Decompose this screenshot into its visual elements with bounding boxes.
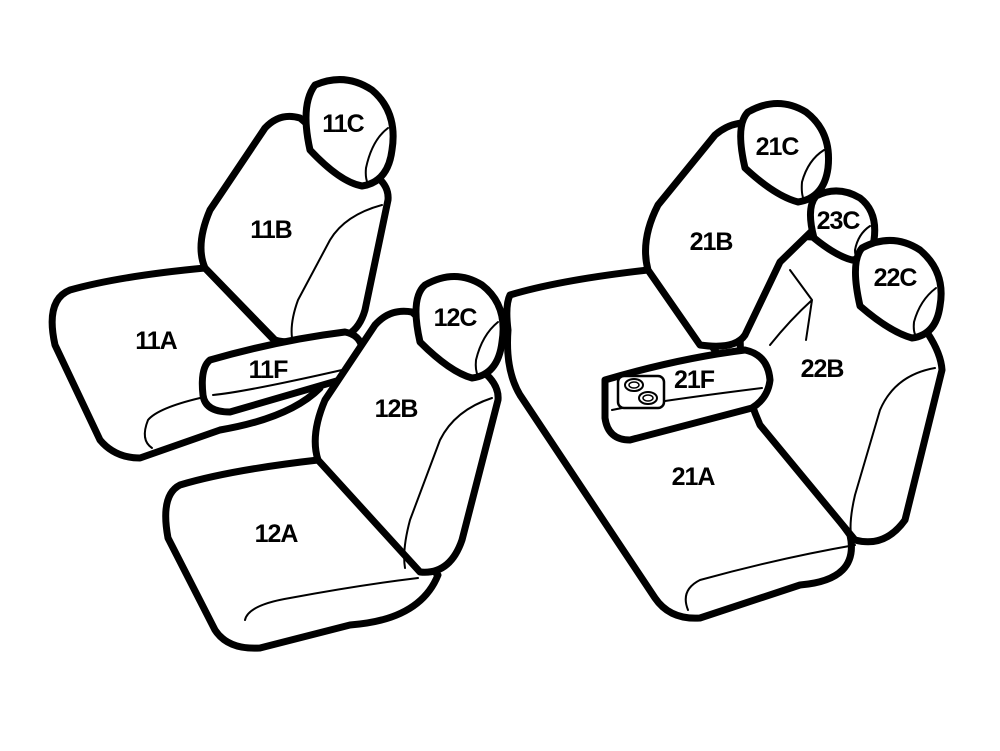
- label-23C: 23C: [817, 207, 861, 235]
- backrest-seam-12B: [403, 397, 493, 569]
- label-12A: 12A: [255, 520, 299, 548]
- label-11F: 11F: [249, 356, 288, 384]
- label-22B: 22B: [801, 355, 844, 383]
- seat-cushion-11A: [48, 264, 324, 462]
- headrest-seam-21C: [800, 149, 825, 201]
- label-11B: 11B: [250, 216, 291, 244]
- cushion-seam-11A: [143, 392, 233, 449]
- rear-bench-seat: 21C 23C 21B 22C 22B 21F 21A: [503, 100, 946, 622]
- headrest-seam-11C: [364, 127, 389, 185]
- headrest-22C: [852, 236, 945, 342]
- label-12B: 12B: [375, 395, 418, 423]
- label-21A: 21A: [672, 463, 716, 491]
- cushion-seam-21A: [684, 544, 856, 611]
- cushion-seam-12A: [244, 577, 419, 621]
- headrest-11C: [302, 76, 397, 190]
- cup-holder-icon: [616, 374, 666, 410]
- headrest-seam-22C: [912, 287, 937, 337]
- backrest-seam-11B: [290, 204, 383, 339]
- front-right-seat: 12C 12B 12A: [162, 273, 507, 652]
- label-21F: 21F: [674, 366, 715, 394]
- headrest-21C: [737, 100, 833, 206]
- seat-cushion-12A: [162, 456, 442, 652]
- backrest-divider-22B: [769, 269, 813, 346]
- label-21B: 21B: [690, 228, 733, 256]
- label-11A: 11A: [135, 327, 177, 355]
- headrest-seam-12C: [474, 321, 499, 377]
- armrest-seam-11F: [212, 369, 343, 396]
- label-12C: 12C: [434, 304, 478, 332]
- front-left-seat: 11C 11B 11A 11F: [48, 76, 397, 462]
- label-22C: 22C: [874, 264, 918, 292]
- backrest-seam-22B: [849, 367, 936, 541]
- armrest-21F: [601, 346, 774, 444]
- seat-cushion-21A: [503, 266, 855, 622]
- label-11C: 11C: [322, 110, 364, 138]
- headrest-12C: [412, 273, 507, 382]
- label-21C: 21C: [756, 133, 800, 161]
